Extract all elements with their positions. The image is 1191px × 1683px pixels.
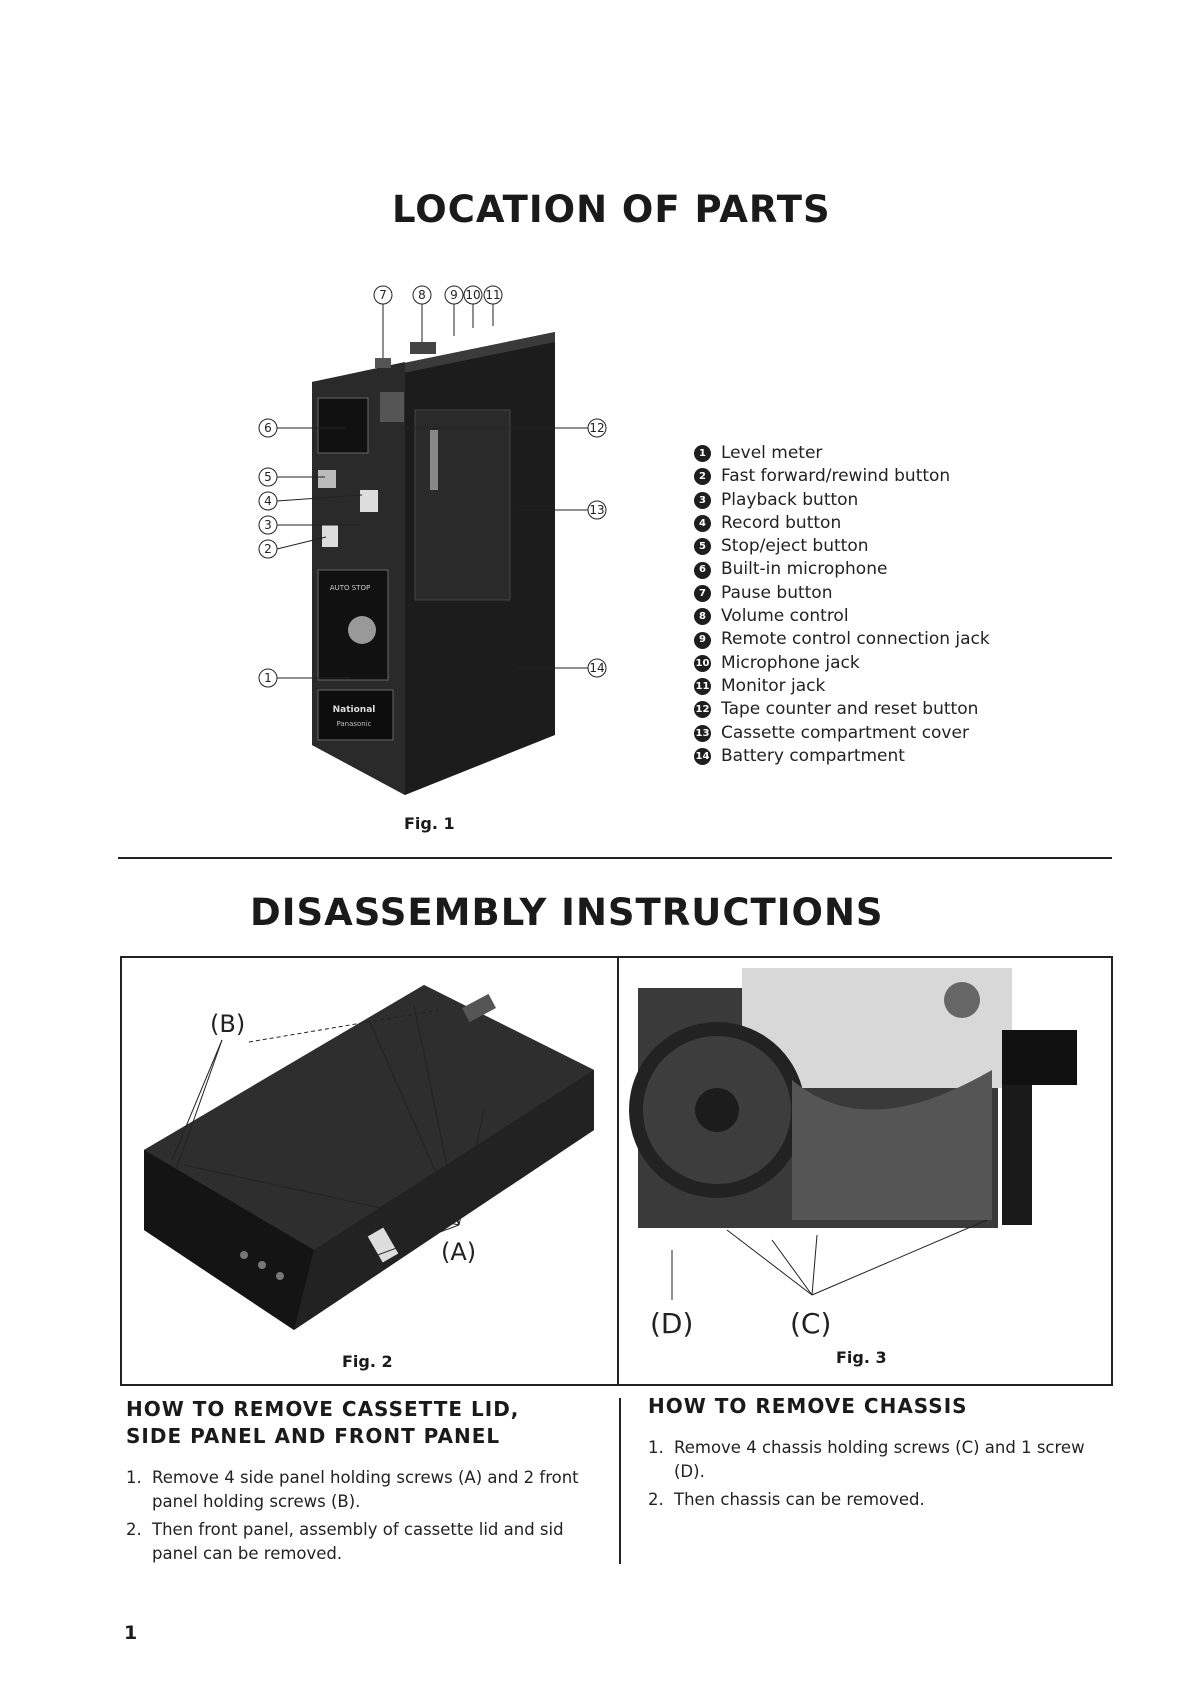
parts-list-item: 12 Tape counter and reset button — [694, 698, 990, 721]
part-label: Battery compartment — [721, 745, 905, 766]
parts-list-item: 9 Remote control connection jack — [694, 628, 990, 651]
right-section-heading: HOW TO REMOVE CHASSIS — [648, 1394, 968, 1418]
fig2-label-b: (B) — [210, 1010, 245, 1038]
section-divider — [118, 857, 1112, 859]
part-label: Microphone jack — [721, 652, 860, 673]
parts-list-item: 6 Built-in microphone — [694, 558, 990, 581]
callout-6: 6 — [264, 421, 272, 435]
callout-4: 4 — [264, 494, 272, 508]
page-number: 1 — [124, 1622, 138, 1644]
step-number: 2. — [126, 1520, 142, 1539]
part-label: Tape counter and reset button — [721, 699, 979, 720]
figure-frame — [120, 956, 1113, 1386]
parts-list-item: 1 Level meter — [694, 442, 990, 465]
fig3-caption: Fig. 3 — [836, 1348, 887, 1367]
part-number-badge: 6 — [694, 561, 711, 579]
part-label: Built-in microphone — [721, 559, 888, 580]
instruction-step: 1. Remove 4 chassis holding screws (C) an… — [648, 1436, 1113, 1484]
parts-list-item: 4 Record button — [694, 512, 990, 535]
step-text: Then chassis can be removed. — [674, 1490, 925, 1509]
callout-2: 2 — [264, 542, 272, 556]
callout-9: 9 — [450, 288, 458, 302]
part-label: Stop/eject button — [721, 536, 869, 557]
brand-national: National — [333, 705, 376, 715]
fig3-label-c: (C) — [790, 1307, 831, 1340]
part-number-badge: 3 — [694, 491, 711, 509]
callout-10: 10 — [465, 288, 480, 302]
right-section-steps: 1. Remove 4 chassis holding screws (C) an… — [648, 1436, 1113, 1516]
part-label: Record button — [721, 512, 842, 533]
instruction-step: 1. Remove 4 side panel holding screws (A)… — [126, 1466, 596, 1514]
brand-panasonic: Panasonic — [336, 720, 371, 728]
part-label: Volume control — [721, 606, 849, 627]
part-label: Pause button — [721, 582, 833, 603]
callout-3: 3 — [264, 518, 272, 532]
part-number-badge: 4 — [694, 515, 711, 533]
part-number-badge: 7 — [694, 584, 711, 602]
parts-list-item: 8 Volume control — [694, 605, 990, 628]
part-number-badge: 9 — [694, 631, 711, 649]
step-number: 2. — [648, 1490, 664, 1509]
fig1-caption: Fig. 1 — [404, 814, 455, 833]
callout-12: 12 — [589, 421, 604, 435]
callout-11: 11 — [485, 288, 500, 302]
parts-list-item: 5 Stop/eject button — [694, 535, 990, 558]
parts-list-item: 14 Battery compartment — [694, 745, 990, 768]
part-number-badge: 5 — [694, 538, 711, 556]
part-label: Level meter — [721, 443, 823, 463]
callout-14: 14 — [589, 661, 604, 675]
callout-13: 13 — [589, 503, 604, 517]
location-of-parts-title: LOCATION OF PARTS — [392, 188, 831, 231]
parts-list-item: 13 Cassette compartment cover — [694, 722, 990, 745]
instruction-step: 2. Then front panel, assembly of cassette… — [126, 1518, 596, 1566]
part-number-badge: 13 — [694, 724, 711, 742]
left-section-steps: 1. Remove 4 side panel holding screws (A)… — [126, 1466, 596, 1570]
top-callouts — [373, 285, 503, 358]
callout-5: 5 — [264, 470, 272, 484]
column-divider — [619, 1398, 621, 1564]
auto-stop-label: AUTO STOP — [330, 584, 370, 592]
part-number-badge: 12 — [694, 701, 711, 719]
step-text: Remove 4 chassis holding screws (C) and … — [674, 1438, 1085, 1481]
step-text: Then front panel, assembly of cassette l… — [152, 1520, 564, 1563]
parts-list-item: 10 Microphone jack — [694, 652, 990, 675]
disassembly-title: DISASSEMBLY INSTRUCTIONS — [250, 891, 884, 934]
fig2-caption: Fig. 2 — [342, 1352, 393, 1371]
fig2-label-a: (A) — [441, 1238, 476, 1266]
parts-list-item: 7 Pause button — [694, 582, 990, 605]
part-number-badge: 2 — [694, 468, 711, 486]
callout-8: 8 — [418, 288, 426, 302]
callout-7: 7 — [379, 288, 387, 302]
left-section-heading: HOW TO REMOVE CASSETTE LID, SIDE PANEL A… — [126, 1397, 520, 1448]
part-number-badge: 10 — [694, 654, 711, 672]
part-number-badge: 11 — [694, 678, 711, 696]
part-number-badge: 1 — [694, 445, 711, 463]
part-label: Cassette compartment cover — [721, 722, 969, 743]
figure-divider — [617, 956, 619, 1386]
parts-list-item: 3 Playback button — [694, 489, 990, 512]
fig3-chassis-photo: (D) (C) — [629, 968, 1077, 1340]
instruction-step: 2. Then chassis can be removed. — [648, 1488, 1113, 1512]
step-text: Remove 4 side panel holding screws (A) a… — [152, 1468, 579, 1511]
part-number-badge: 14 — [694, 748, 711, 765]
fig3-label-d: (D) — [650, 1307, 693, 1340]
step-number: 1. — [126, 1468, 142, 1487]
parts-list-item: 11 Monitor jack — [694, 675, 990, 698]
callout-1: 1 — [264, 671, 272, 685]
part-label: Remote control connection jack — [721, 629, 990, 650]
part-label: Monitor jack — [721, 675, 826, 696]
part-label: Fast forward/rewind button — [721, 466, 951, 487]
parts-list-item: 2 Fast forward/rewind button — [694, 465, 990, 488]
part-label: Playback button — [721, 489, 859, 510]
step-number: 1. — [648, 1438, 664, 1457]
fig1-recorder-illustration: 7 8 9 10 11 AUTO STOP National Panasonic… — [258, 285, 607, 795]
part-number-badge: 8 — [694, 608, 711, 626]
fig2-recorder-photo: (B) (A) — [144, 985, 594, 1330]
